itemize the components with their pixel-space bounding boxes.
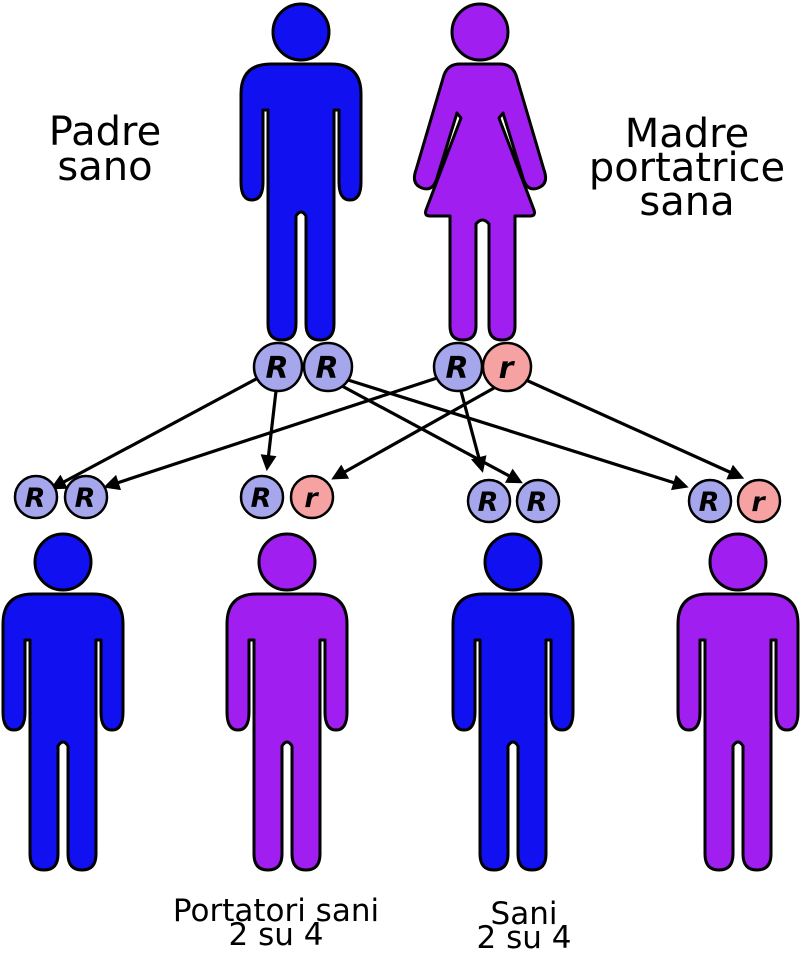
healthy-caption: Sani 2 su 4 [394, 896, 654, 953]
child-2-figure-icon [225, 532, 349, 872]
child-1-allele-2-letter: R [75, 483, 96, 514]
child-4-allele-1-letter: R [699, 487, 720, 518]
father-allele-2-letter: R [315, 351, 338, 386]
child-4-allele-1-circle [687, 478, 733, 524]
father-figure-icon [239, 2, 363, 342]
father-allele-1-letter: R [265, 351, 288, 386]
child-2-allele-1-letter: R [251, 483, 272, 514]
children-allele-letters: R R R r R R R r [25, 483, 767, 518]
parent-alleles [252, 341, 533, 393]
arrow-mother-R-to-child1 [103, 376, 438, 491]
father-allele-2-circle [302, 341, 354, 393]
arrow-mother-R-to-child3 [459, 390, 487, 473]
father-label: Padre sano [0, 109, 235, 190]
healthy-caption-line2: 2 su 4 [476, 920, 572, 953]
child-4-allele-2-circle [736, 478, 782, 524]
child-3-allele-1-circle [466, 478, 512, 524]
father-allele-1-circle [252, 341, 304, 393]
child-4-figure-icon [676, 532, 800, 872]
child-2-allele-2-circle [289, 474, 335, 520]
carriers-caption: Portatori sani 2 su 4 [146, 893, 406, 953]
parent-allele-letters: R R R r [265, 351, 515, 386]
children-alleles [13, 474, 782, 524]
mother-figure-icon [412, 2, 548, 342]
mother-label: Madre portatrice sana [557, 111, 800, 225]
child-3-allele-2-circle [515, 478, 561, 524]
mother-allele-1-letter: R [445, 351, 468, 386]
child-4-allele-2-letter: r [751, 487, 766, 518]
child-2-allele-1-circle [239, 474, 285, 520]
child-1-allele-1-circle [13, 474, 59, 520]
arrow-father-R1-to-child1 [50, 376, 259, 490]
carriers-caption-line2: 2 su 4 [228, 917, 324, 953]
healthy-caption-line1: Sani [490, 896, 558, 932]
child-2-allele-2-letter: r [304, 483, 319, 514]
child-1-allele-2-circle [63, 474, 109, 520]
child-1-figure-icon [1, 532, 125, 872]
mother-allele-2-letter: r [499, 351, 516, 386]
father-label-line2: sano [57, 144, 153, 190]
father-label-line1: Padre [48, 109, 162, 155]
mother-allele-2-circle [481, 341, 533, 393]
child-3-allele-1-letter: R [478, 487, 499, 518]
arrow-father-R2-to-child4 [347, 378, 689, 491]
child-3-figure-icon [451, 532, 575, 872]
child-1-allele-1-letter: R [25, 483, 46, 514]
inheritance-arrows [50, 376, 745, 491]
carriers-caption-line1: Portatori sani [172, 893, 380, 929]
mother-label-line2: portatrice [588, 145, 786, 191]
arrow-father-R1-to-child2 [260, 390, 278, 472]
arrow-mother-r-to-child2 [331, 386, 495, 480]
mother-label-line1: Madre [624, 111, 750, 157]
child-3-allele-2-letter: R [527, 487, 548, 518]
arrow-mother-r-to-child4 [525, 378, 745, 480]
mother-label-line3: sana [639, 179, 735, 225]
